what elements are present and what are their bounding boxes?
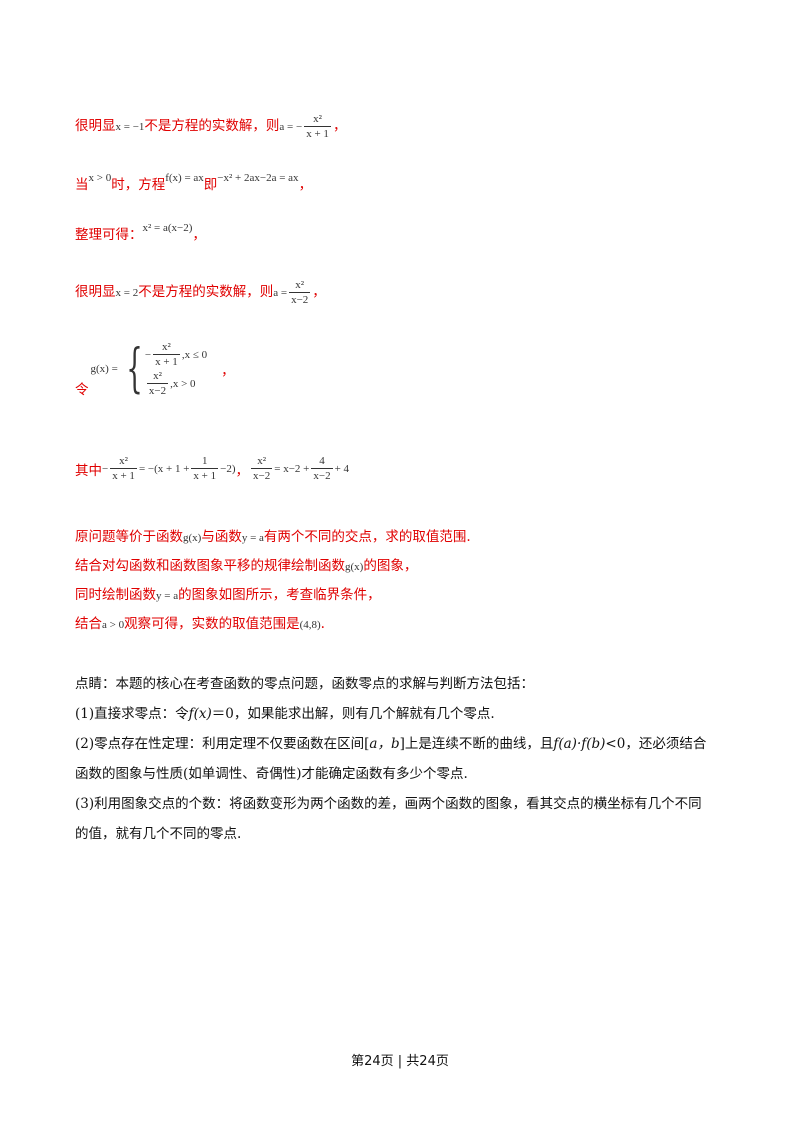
derivation-line-3: 整理可得：x² = a(x−2)， [75,222,206,243]
derivation-line-2: 当x > 0时，方程f(x) = ax即−x² + 2ax−2a = ax， [75,172,313,193]
note-line-1: 点睛：本题的核心在考查函数的零点问题，函数零点的求解与判断方法包括： [75,676,534,692]
paragraph-line-4: 结合a > 0观察可得，实数的取值范围是(4,8). [75,616,325,632]
math-x-eq-neg1: x = −1 [115,121,145,133]
note-line-5: (3)利用图象交点的个数：将函数变形为两个函数的差，画两个函数的图象，看其交点的… [75,796,702,812]
page-footer: 第24页 | 共24页 [351,1054,449,1069]
note-line-2: (1)直接求零点：令f(x)＝0，如果能求出解，则有几个解就有几个零点. [75,706,495,722]
note-line-3: (2)零点存在性定理：利用定理不仅要函数在区间[a，b]上是连续不断的曲线，且f… [75,736,707,752]
paragraph-line-2: 结合对勾函数和函数图象平移的规律绘制函数g(x)的图象， [75,558,418,574]
note-line-6: 的值，就有几个不同的零点. [75,826,242,842]
left-brace: { [126,339,143,399]
paragraph-line-1: 原问题等价于函数g(x)与函数y = a有两个不同的交点，求的取值范围. [75,529,471,545]
note-line-4: 函数的图象与性质(如单调性、奇偶性)才能确定函数有多少个零点. [75,766,468,782]
paragraph-line-3: 同时绘制函数y = a的图象如图所示，考查临界条件， [75,587,381,603]
